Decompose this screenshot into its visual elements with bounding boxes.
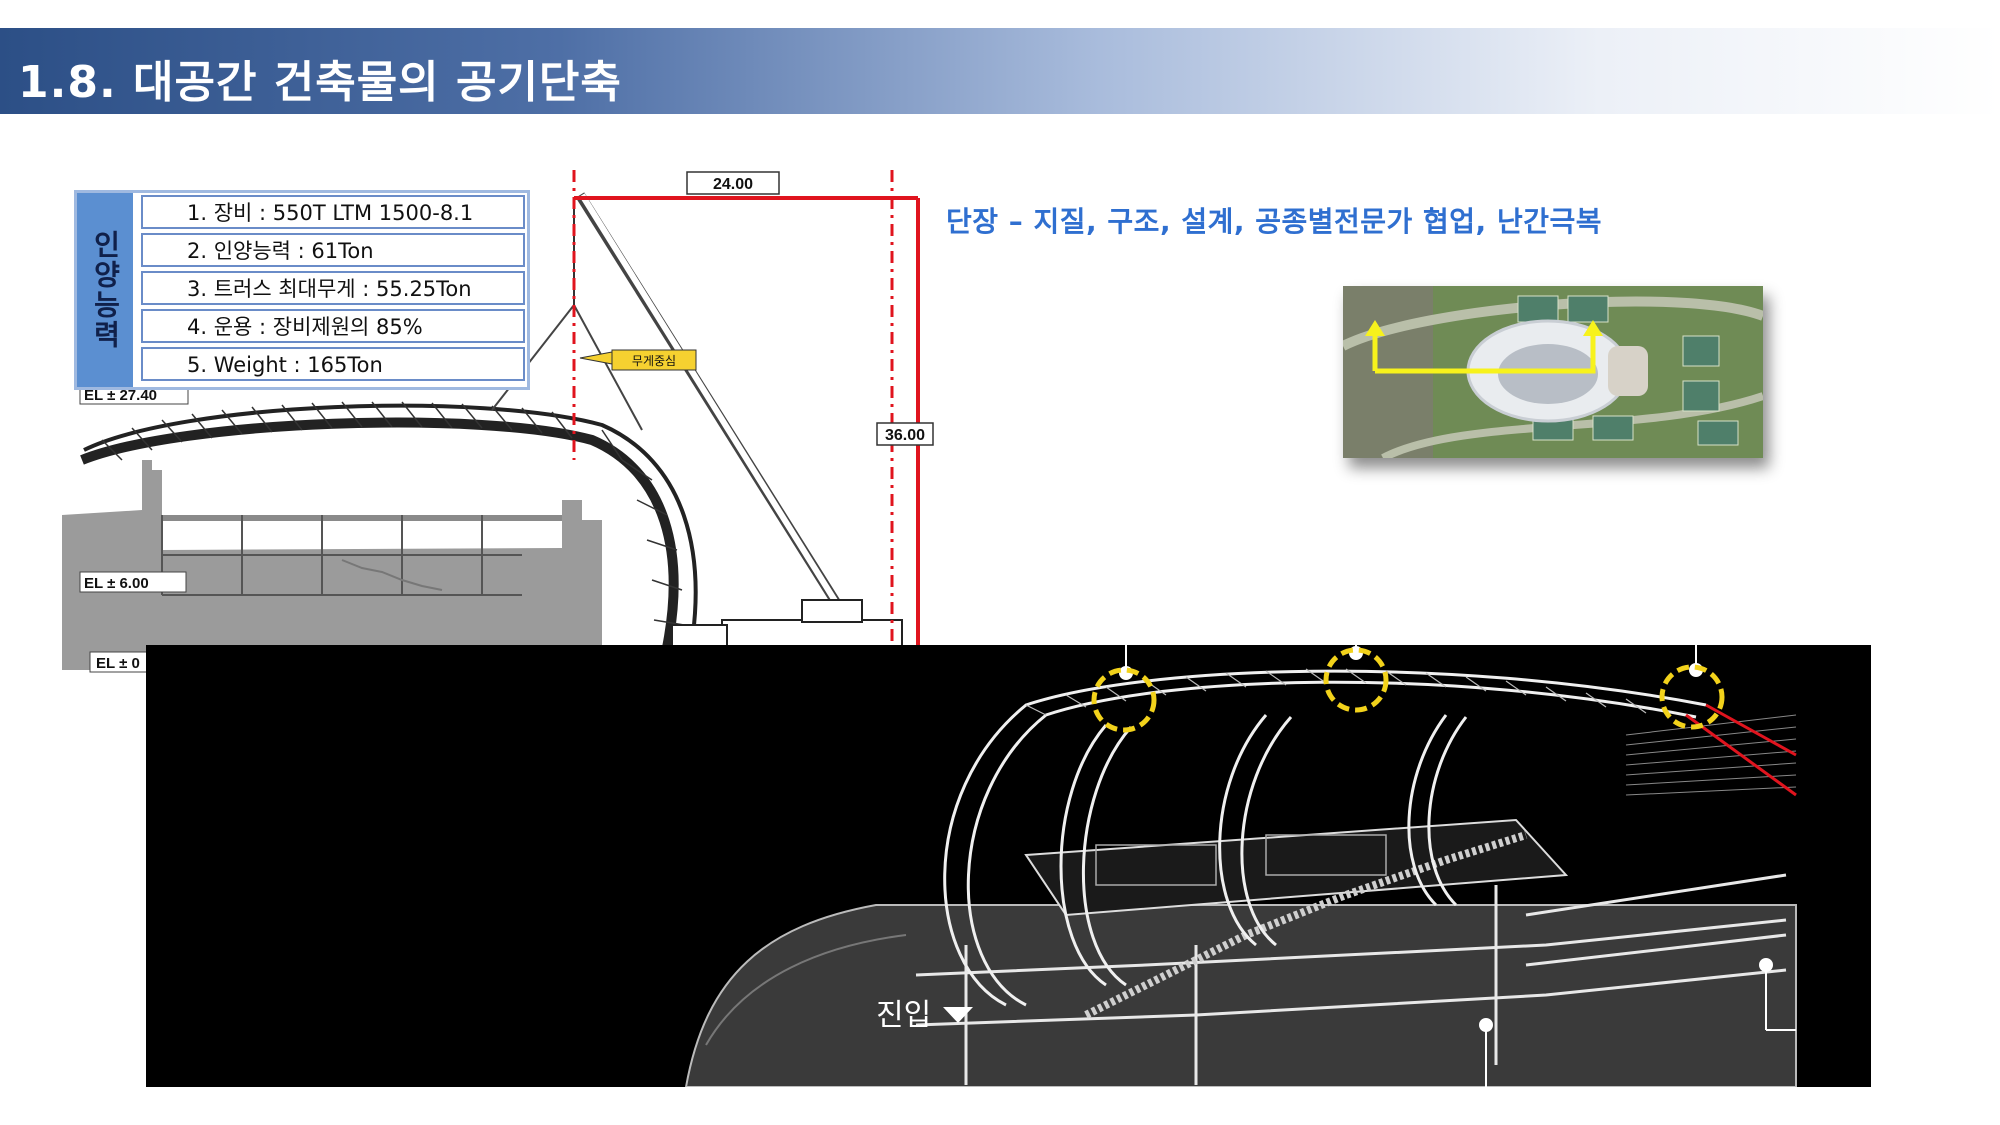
spec-row: 2. 인양능력 : 61Ton bbox=[141, 233, 525, 267]
roof-truss-web bbox=[1025, 668, 1647, 716]
highlight-circle-right bbox=[1659, 664, 1725, 730]
subtitle: 단장 – 지질, 구조, 설계, 공종별전문가 협업, 난간극복 bbox=[946, 205, 1602, 238]
spec-row: 5. Weight : 165Ton bbox=[141, 347, 525, 381]
stair-line bbox=[341, 559, 443, 591]
stand-structure bbox=[62, 460, 602, 670]
sling-right bbox=[573, 304, 643, 431]
court-lines bbox=[1095, 834, 1387, 886]
callout-pointer bbox=[579, 351, 613, 365]
floor-slab bbox=[162, 515, 562, 521]
section-svg: 진입 bbox=[146, 645, 1871, 1087]
entrance-arrow-icon bbox=[943, 1007, 973, 1023]
el-mid-box bbox=[79, 571, 187, 593]
floor-lines bbox=[915, 873, 1787, 1085]
highlight-circle-left bbox=[1091, 667, 1157, 733]
dim-top-label: 24.00 bbox=[713, 176, 753, 193]
plan-courts bbox=[1517, 295, 1739, 446]
site-plan-svg bbox=[1340, 286, 1765, 462]
plan-arrow bbox=[1372, 331, 1596, 374]
ramp-stair bbox=[1084, 831, 1528, 1019]
dim-top-box bbox=[686, 171, 780, 195]
sling-left bbox=[491, 304, 575, 411]
spec-row: 3. 트러스 최대무게 : 55.25Ton bbox=[141, 271, 525, 305]
truss-web bbox=[101, 401, 685, 626]
lifting-capacity-table: 인양능력 1. 장비 : 550T LTM 1500-8.1 2. 인양능력 :… bbox=[74, 190, 530, 390]
el-base-label: EL ± 0 bbox=[96, 655, 140, 672]
side-label-text: 인양능력 bbox=[89, 230, 122, 350]
dim-right-label: 36.00 bbox=[885, 427, 925, 444]
highlight-circle-center bbox=[1323, 647, 1389, 713]
crane-diagram-svg: 24.00 36.00 무게중심 EL ± 27.40 EL ± 6.00 EL… bbox=[62, 170, 934, 675]
red-section-lines bbox=[1685, 703, 1797, 797]
dim-right-box bbox=[876, 422, 934, 446]
callout-box bbox=[611, 349, 697, 371]
page-title: 1.8. 대공간 건축물의 공기단축 bbox=[18, 57, 622, 108]
spec-rows: 1. 장비 : 550T LTM 1500-8.1 2. 인양능력 : 61To… bbox=[141, 193, 525, 385]
roof-truss bbox=[80, 417, 679, 672]
callout-label: 무게중심 bbox=[632, 354, 676, 368]
joint-highlights bbox=[1091, 647, 1725, 733]
site-plan-image bbox=[1340, 286, 1765, 462]
lifting-capacity-side-label: 인양능력 bbox=[77, 193, 133, 387]
el-top-label: EL ± 27.40 bbox=[84, 387, 157, 404]
plan-annex bbox=[1608, 346, 1648, 396]
base-platform bbox=[684, 904, 1797, 1087]
el-mid-label: EL ± 6.00 bbox=[84, 575, 149, 592]
header-bar: 1.8. 대공간 건축물의 공기단축 bbox=[0, 28, 2000, 114]
seating-tiers bbox=[1625, 714, 1797, 796]
stadium-section-render: 진입 bbox=[146, 645, 1871, 1087]
spec-row: 4. 운용 : 장비제원의 85% bbox=[141, 309, 525, 343]
spec-row: 1. 장비 : 550T LTM 1500-8.1 bbox=[141, 195, 525, 229]
entrance-label: 진입 bbox=[876, 998, 931, 1033]
